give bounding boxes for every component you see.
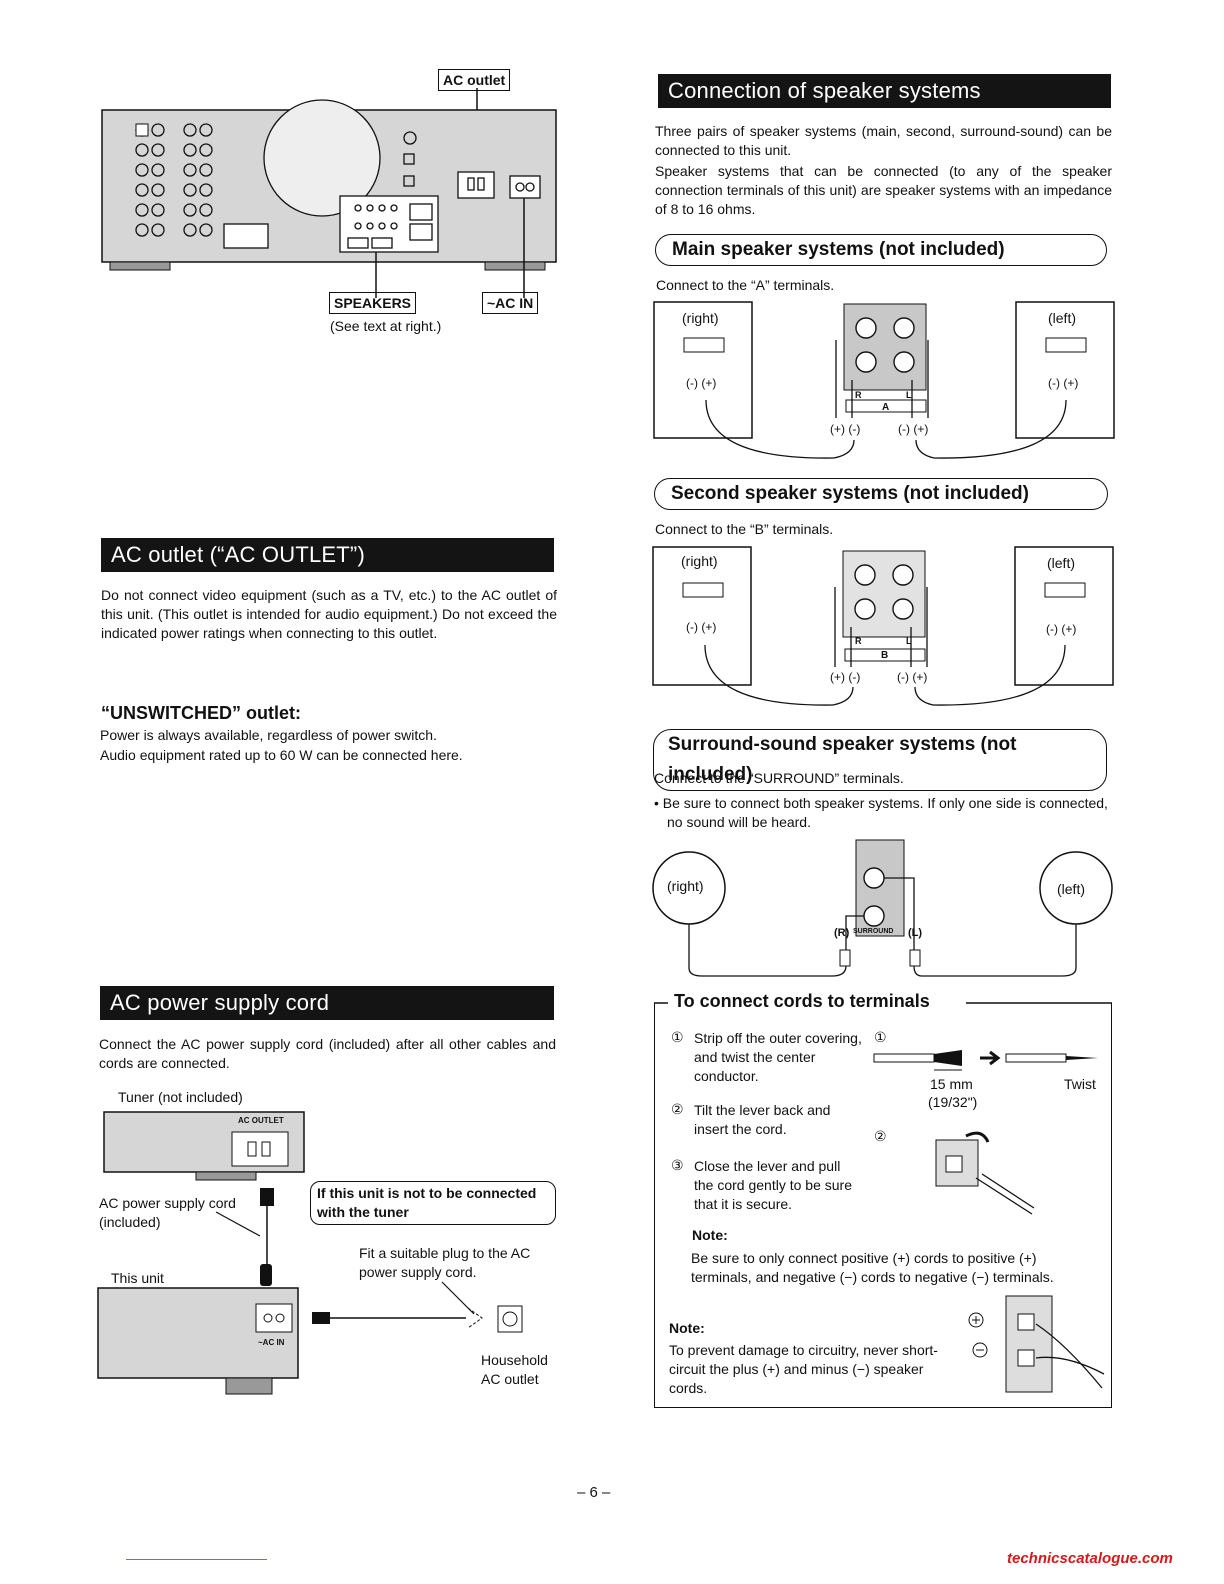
note-1-text: Be sure to only connect positive (+) cor… xyxy=(691,1250,1054,1285)
speakers-callout: SPEAKERS xyxy=(329,292,417,314)
cords-box-top-rule xyxy=(654,1002,1112,1004)
surround-right-label: (right) xyxy=(667,878,704,894)
main-right-label: (right) xyxy=(682,310,719,326)
surround-left-label: (left) xyxy=(1057,881,1085,897)
step-2-text: Tilt the lever back and insert the cord. xyxy=(694,1102,831,1137)
main-pm-pair: (+) (-) xyxy=(830,422,861,436)
second-mp-pair: (-) (+) xyxy=(897,670,928,684)
figure-2-number: ② xyxy=(874,1128,887,1144)
main-right-polarity: (-) (+) xyxy=(686,376,717,390)
power-cord-drawing xyxy=(97,1111,523,1395)
step-1-number: ① xyxy=(671,1029,684,1045)
surround-r-label: (R) xyxy=(834,927,850,939)
household-label-2: AC outlet xyxy=(481,1371,539,1387)
surround-connect-text: Connect to the “SURROUND” terminals. xyxy=(654,770,904,786)
main-connect-text: Connect to the “A” terminals. xyxy=(656,277,835,293)
note-2-heading: Note: xyxy=(669,1320,705,1336)
tuner-label: Tuner (not included) xyxy=(118,1089,243,1105)
cord-label-1: AC power supply cord xyxy=(99,1195,236,1211)
speaker-intro-1: Three pairs of speaker systems (main, se… xyxy=(655,123,1112,158)
unswitched-line-1: Power is always available, regardless of… xyxy=(100,727,437,743)
second-r-label: R xyxy=(855,636,862,646)
step-2-number: ② xyxy=(671,1101,684,1117)
power-cord-body: Connect the AC power supply cord (includ… xyxy=(99,1036,556,1071)
speaker-section-heading: Connection of speaker systems xyxy=(658,74,1111,108)
main-left-polarity: (-) (+) xyxy=(1048,376,1079,390)
cords-box-heading: To connect cords to terminals xyxy=(672,991,932,1012)
main-terminal-letter: A xyxy=(882,402,890,413)
step-3-text: Close the lever and pull the cord gently… xyxy=(694,1158,852,1212)
unswitched-heading: “UNSWITCHED” outlet: xyxy=(101,703,301,723)
strip-cord-drawing xyxy=(873,1050,1098,1071)
rear-panel-drawing xyxy=(101,88,557,298)
step-1-text: Strip off the outer covering, and twist … xyxy=(694,1030,862,1084)
figure-1-number: ① xyxy=(874,1029,887,1045)
note-1-heading: Note: xyxy=(692,1227,728,1243)
ac-outlet-body: Do not connect video equipment (such as … xyxy=(101,587,557,641)
cords-box xyxy=(654,1002,1112,1408)
speaker-intro-2: Speaker systems that can be connected (t… xyxy=(655,163,1112,217)
second-wiring-drawing xyxy=(652,546,1114,706)
second-right-polarity: (-) (+) xyxy=(686,620,717,634)
cord-label-2: (included) xyxy=(99,1214,161,1230)
main-left-label: (left) xyxy=(1048,310,1076,326)
second-terminal-letter: B xyxy=(881,650,889,661)
surround-l-label: (L) xyxy=(908,927,923,939)
main-r-label: R xyxy=(855,390,862,400)
step-3-number: ③ xyxy=(671,1157,684,1173)
surround-word: SURROUND xyxy=(853,928,894,935)
twist-label: Twist xyxy=(1064,1076,1096,1092)
ac-outlet-callout: AC outlet xyxy=(438,69,511,91)
inch-label: (19/32") xyxy=(928,1094,978,1110)
watermark-link[interactable]: technicscatalogue.com xyxy=(1007,1550,1173,1567)
power-cord-heading: AC power supply cord xyxy=(100,986,554,1020)
ac-in-small-label: ~AC IN xyxy=(258,1338,285,1347)
surround-speaker-heading: Surround-sound speaker systems (not incl… xyxy=(653,729,1107,791)
main-mp-pair: (-) (+) xyxy=(898,422,929,436)
tuner-ac-outlet-label: AC OUTLET xyxy=(238,1116,284,1125)
see-text-note: (See text at right.) xyxy=(330,318,442,334)
second-right-label: (right) xyxy=(681,553,718,569)
footer-rule xyxy=(126,1559,267,1560)
this-unit-label: This unit xyxy=(111,1270,164,1286)
mm-label: 15 mm xyxy=(930,1076,973,1092)
second-left-polarity: (-) (+) xyxy=(1046,622,1077,636)
fit-plug-note: Fit a suitable plug to the AC power supp… xyxy=(359,1245,531,1280)
insert-cord-drawing xyxy=(935,1131,1035,1215)
surround-wiring-drawing xyxy=(652,839,1113,977)
page-number: – 6 – xyxy=(577,1484,611,1501)
short-circuit-warning-drawing xyxy=(968,1295,1105,1393)
household-label-1: Household xyxy=(481,1352,548,1368)
second-left-label: (left) xyxy=(1047,555,1075,571)
main-l-label: L xyxy=(906,390,912,400)
main-wiring-drawing xyxy=(653,301,1115,459)
second-pm-pair: (+) (-) xyxy=(830,670,861,684)
second-speaker-heading: Second speaker systems (not included) xyxy=(654,478,1108,510)
ac-outlet-heading: AC outlet (“AC OUTLET”) xyxy=(101,538,554,572)
main-speaker-heading: Main speaker systems (not included) xyxy=(655,234,1107,266)
ac-in-callout: ~AC IN xyxy=(482,292,539,314)
second-l-label: L xyxy=(906,636,912,646)
surround-bullet: • Be sure to connect both speaker system… xyxy=(654,795,1108,830)
not-connected-note: If this unit is not to be connected with… xyxy=(310,1181,556,1225)
unswitched-line-2: Audio equipment rated up to 60 W can be … xyxy=(100,747,463,763)
second-connect-text: Connect to the “B” terminals. xyxy=(655,521,834,537)
note-2-text: To prevent damage to circuitry, never sh… xyxy=(669,1342,938,1396)
